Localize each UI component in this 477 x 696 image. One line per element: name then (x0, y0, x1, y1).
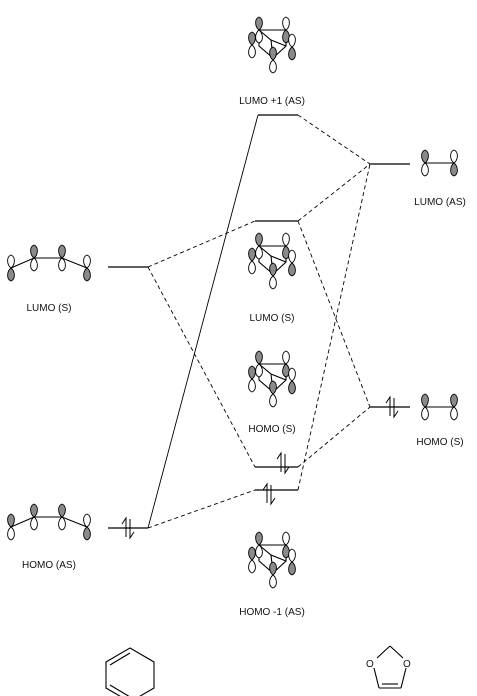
label-lumo-plus1: LUMO +1 (AS) (239, 96, 305, 107)
orbital-lumo-as-right (421, 149, 458, 177)
label-homo-minus1: HOMO -1 (AS) (239, 607, 305, 618)
electron-pair-homo-s-center (276, 452, 290, 474)
label-lumo-as-right: LUMO (AS) (414, 197, 466, 208)
oxygen-left-label: O (366, 659, 374, 670)
orbital-lumo-s-left (7, 244, 91, 282)
orbital-lumo-plus1 (249, 17, 296, 73)
orbital-homo-minus1 (249, 532, 296, 588)
cyclohexadiene-structure (105, 647, 155, 696)
orbital-homo-s-right (421, 393, 458, 421)
electron-pair-homo-minus1 (262, 483, 276, 505)
label-homo-as-left: HOMO (AS) (22, 560, 76, 571)
orbital-lumo-s-center (249, 233, 296, 289)
orbital-homo-as-left (7, 503, 91, 541)
label-lumo-s-center: LUMO (S) (250, 313, 295, 324)
label-homo-s-center: HOMO (S) (248, 424, 295, 435)
correlation-lines (147, 114, 371, 529)
orbital-homo-s-center (249, 351, 296, 407)
dioxole-structure: O O (366, 645, 411, 689)
oxygen-right-label: O (403, 659, 411, 670)
label-lumo-s-left: LUMO (S) (27, 303, 72, 314)
label-homo-s-right: HOMO (S) (416, 437, 463, 448)
